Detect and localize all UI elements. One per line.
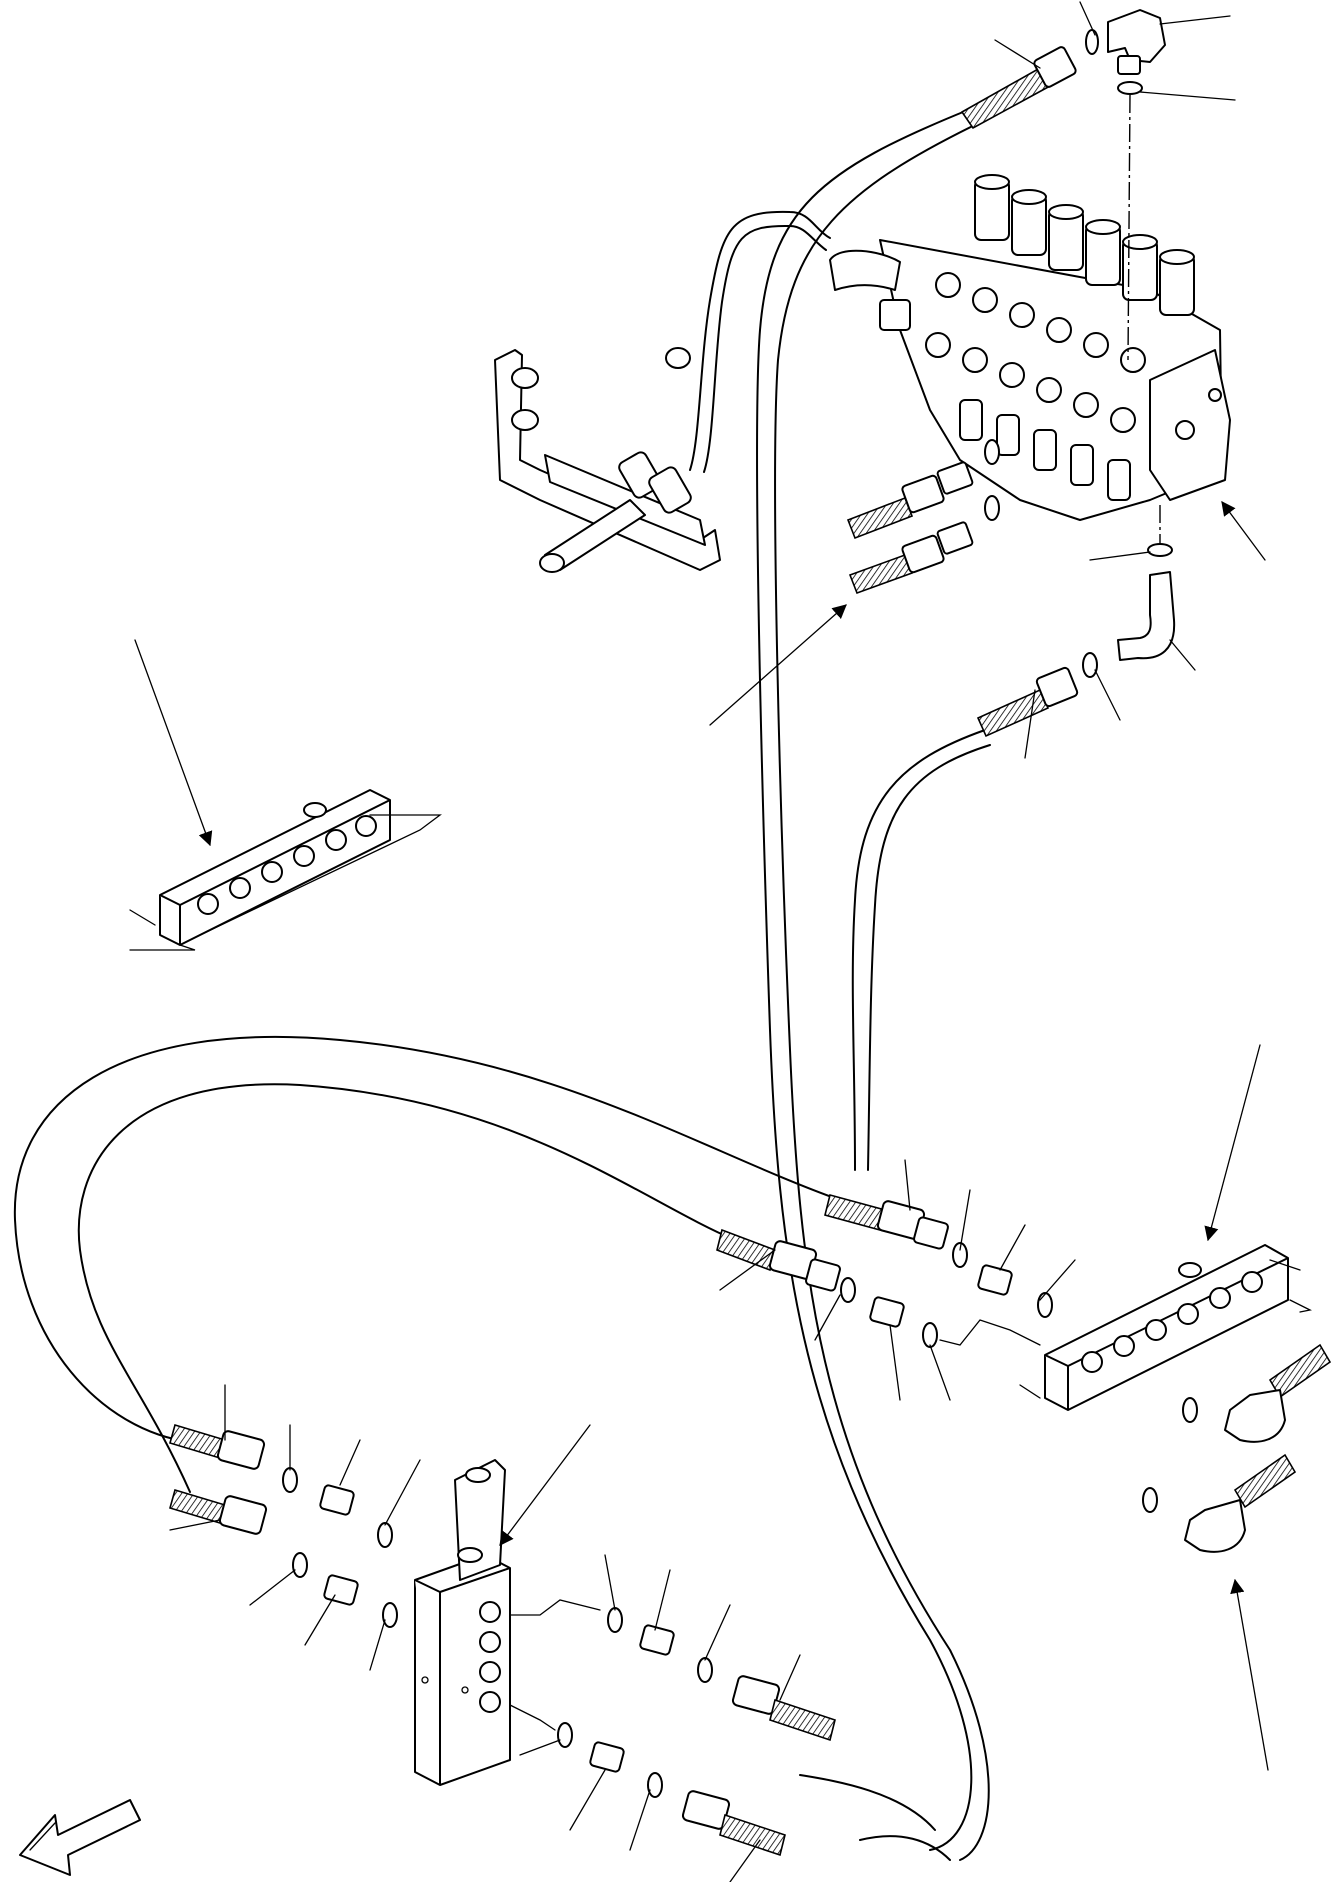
- callout-leaders: [169, 1, 1236, 1882]
- hose-line-f: [77, 1083, 736, 1493]
- valve-front-hoses: [846, 439, 1000, 595]
- hose-line-h: [859, 1835, 951, 1861]
- pilot-line-pipe: [689, 210, 831, 473]
- right-elbow-hoses: [1142, 1343, 1332, 1553]
- hose-line-b: [774, 119, 990, 1861]
- control-valve-assembly: [829, 174, 1231, 521]
- centre-hose-fittings: [716, 1194, 1053, 1348]
- selector-valve-block: [414, 1459, 511, 1786]
- top-hose-end: [960, 46, 1077, 130]
- hose-line-e: [13, 1035, 841, 1443]
- left-hose-fittings: [169, 1423, 398, 1628]
- direction-arrow-icon: [19, 1799, 141, 1876]
- pointer-arrows: [134, 501, 1269, 1771]
- selector-outlet-fittings: [509, 1599, 836, 1857]
- hose-line-d: [867, 744, 991, 1171]
- valve-spool-ends: [959, 399, 1131, 501]
- mid-hose-end: [976, 666, 1079, 738]
- hose-routes: [13, 109, 991, 1861]
- hose-line-a: [756, 109, 973, 1851]
- valve-spools: [974, 174, 1195, 316]
- valve-mounting-bracket: [494, 347, 721, 573]
- valve-ports: [925, 272, 1146, 433]
- hose-line-c: [851, 729, 986, 1171]
- center-line-top: [1127, 94, 1131, 361]
- distribution-block-upper: [1019, 1244, 1312, 1411]
- top-elbow-fitting: [1085, 9, 1166, 95]
- hose-line-g: [799, 1774, 936, 1831]
- distribution-block-detail: [129, 789, 442, 951]
- lower-elbow-fitting: [1082, 505, 1176, 678]
